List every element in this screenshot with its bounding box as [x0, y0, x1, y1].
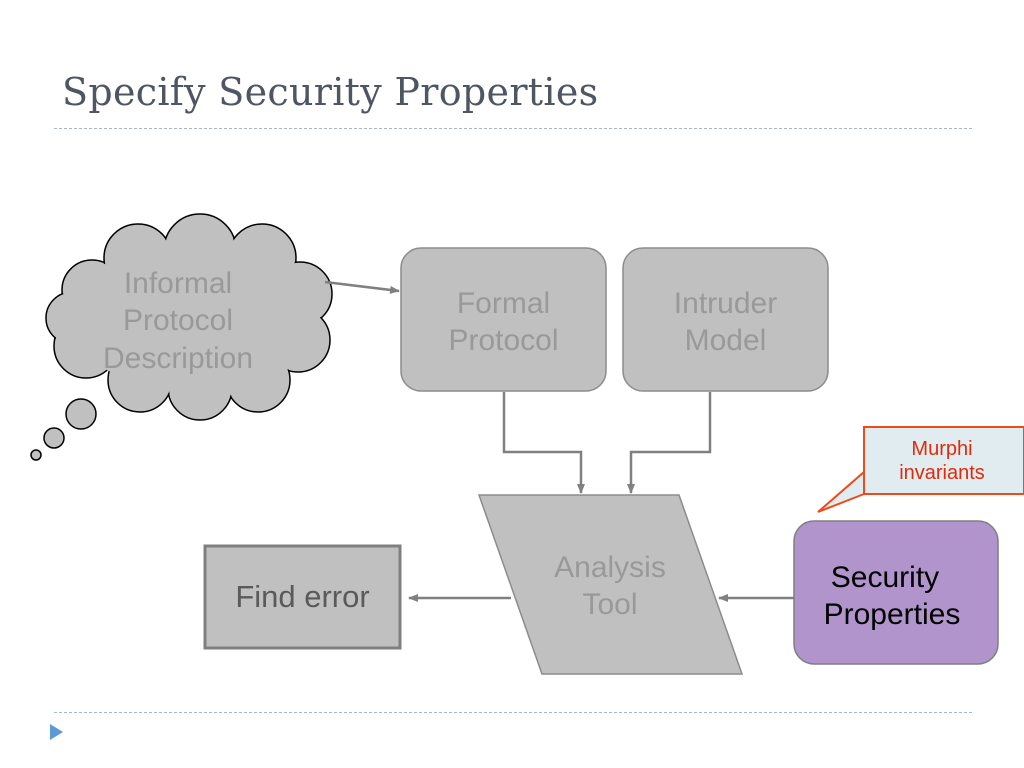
- arrow-formal-to-analysis: [502, 392, 585, 494]
- informal-description-line: Protocol: [122, 304, 234, 338]
- informal-description-line: Informal: [123, 267, 233, 301]
- analysis-tool-label: Analysis Tool: [510, 544, 710, 628]
- slide-title: Specify Security Properties: [62, 70, 599, 114]
- security-properties-line: Properties: [823, 598, 961, 631]
- intruder-model-line: Intruder: [673, 286, 778, 320]
- find-error-label: Find error: [235, 578, 370, 614]
- title-divider: [54, 128, 972, 129]
- thought-bubble-large: [65, 398, 97, 430]
- bullet-triangle-icon: [50, 724, 63, 740]
- find-error-box: [203, 544, 402, 650]
- callout-line: invariants: [899, 462, 985, 484]
- formal-protocol-line: Formal: [456, 286, 551, 320]
- intruder-model-line: Model: [684, 324, 767, 357]
- analysis-tool-line: Tool: [582, 588, 638, 621]
- callout-line: Murphi: [911, 437, 973, 460]
- formal-protocol-box: [400, 247, 607, 392]
- analysis-tool-line: Analysis: [554, 550, 666, 584]
- formal-protocol-label: Formal Protocol: [401, 280, 606, 364]
- formal-protocol-line: Protocol: [448, 324, 559, 357]
- analysis-tool-shape: [477, 494, 744, 675]
- thought-cloud: [45, 213, 333, 421]
- security-properties-box: [793, 520, 999, 665]
- footer-divider: [54, 712, 972, 713]
- callout-bubble: [817, 426, 1024, 513]
- callout-label: Murphi invariants: [864, 430, 1020, 492]
- security-properties-line: Security: [830, 560, 940, 594]
- intruder-model-label: Intruder Model: [623, 280, 828, 364]
- arrow-description-to-formal: [324, 280, 400, 294]
- thought-bubble-small: [30, 449, 42, 461]
- intruder-model-box: [622, 247, 829, 392]
- thought-bubble-medium: [43, 427, 65, 449]
- arrow-intruder-to-analysis: [627, 392, 712, 494]
- informal-description-label: Informal Protocol Description: [72, 258, 284, 384]
- informal-description-line: Description: [102, 341, 254, 375]
- security-properties-label: Security Properties: [800, 554, 984, 638]
